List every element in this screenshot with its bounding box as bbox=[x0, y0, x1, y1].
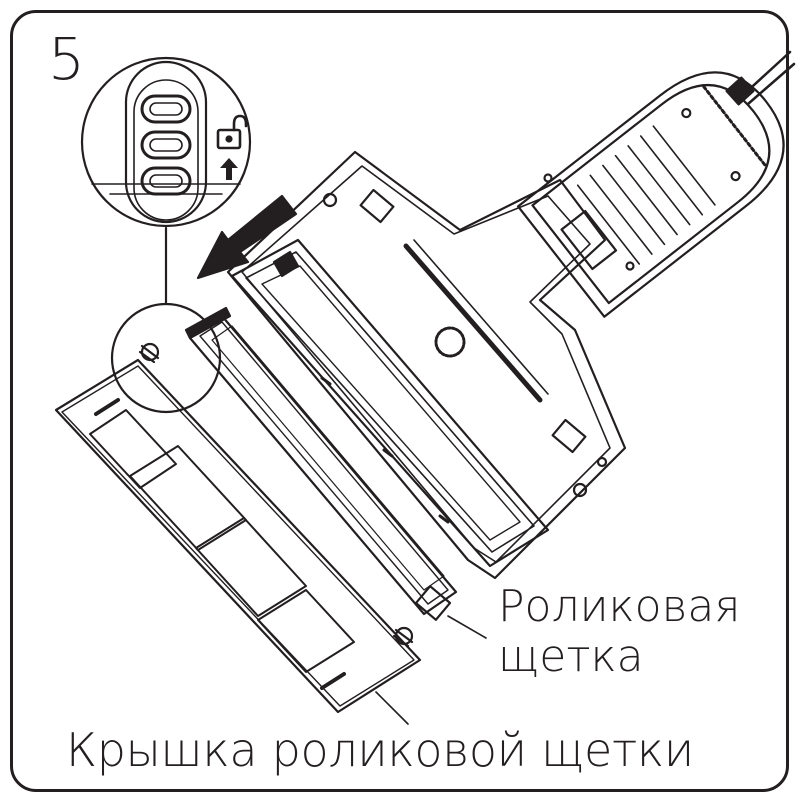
roller-brush-label-line1: Роликовая bbox=[498, 581, 741, 632]
roller-leader-line bbox=[447, 615, 487, 639]
roller-brush bbox=[184, 306, 458, 621]
cover-latch-bottom bbox=[392, 626, 414, 648]
cover-latch-top bbox=[138, 342, 160, 364]
cover-leader-line bbox=[375, 691, 409, 725]
brush-cover bbox=[54, 342, 422, 714]
illustration-frame bbox=[10, 10, 789, 792]
roller-brush-label: Роликовая щетка bbox=[498, 582, 740, 682]
arrow-up-icon bbox=[220, 158, 238, 180]
vacuum-handle bbox=[517, 71, 785, 318]
brush-cover-label: Крышка роликовой щетки bbox=[66, 723, 694, 777]
power-cord bbox=[725, 50, 796, 106]
latch-slider-grips bbox=[140, 94, 192, 196]
slide-direction-arrow bbox=[196, 194, 298, 280]
brush-compartment bbox=[230, 238, 550, 568]
unlock-icon bbox=[216, 114, 248, 150]
vacuum-head-body bbox=[226, 150, 635, 580]
step-number: 5 bbox=[48, 25, 85, 93]
roller-brush-label-line2: щетка bbox=[498, 631, 644, 682]
magnifier-circle bbox=[80, 56, 252, 228]
